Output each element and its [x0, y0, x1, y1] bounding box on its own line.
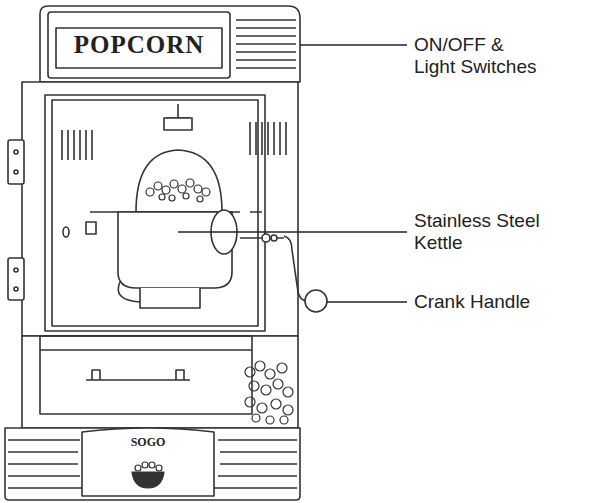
leader-lines — [178, 45, 407, 302]
window-frame — [45, 95, 265, 331]
crank-handle — [240, 234, 327, 312]
popcorn-in-dome — [146, 179, 210, 202]
kettle-mount — [166, 104, 190, 118]
part-label: Crank Handle — [414, 291, 544, 313]
kettle-base — [140, 288, 200, 308]
part-label: Stainless Steel Kettle — [414, 210, 544, 254]
kettle-clip — [86, 222, 96, 234]
base-badge — [82, 428, 214, 496]
kettle-dome — [136, 150, 222, 212]
cap-stripes — [236, 20, 296, 68]
sign-title: POPCORN — [60, 31, 218, 60]
cabinet — [22, 82, 298, 336]
lower-door-edge — [40, 349, 252, 351]
base — [5, 428, 300, 500]
top-cap — [40, 6, 300, 82]
popcorn-pile — [245, 361, 293, 424]
lower-cabinet — [22, 336, 298, 428]
part-label: ON/OFF & Light Switches — [414, 34, 544, 78]
sign-inner — [56, 28, 222, 68]
brand-name: SOGO — [108, 436, 188, 450]
door-knob — [63, 227, 69, 237]
lower-door — [40, 336, 252, 414]
drawer-handle — [86, 370, 190, 380]
motor — [164, 118, 192, 130]
bowl-icon — [132, 462, 164, 488]
glass — [52, 100, 258, 326]
hinges — [8, 140, 24, 300]
kettle-cord — [118, 282, 140, 302]
sign-panel — [48, 12, 230, 78]
